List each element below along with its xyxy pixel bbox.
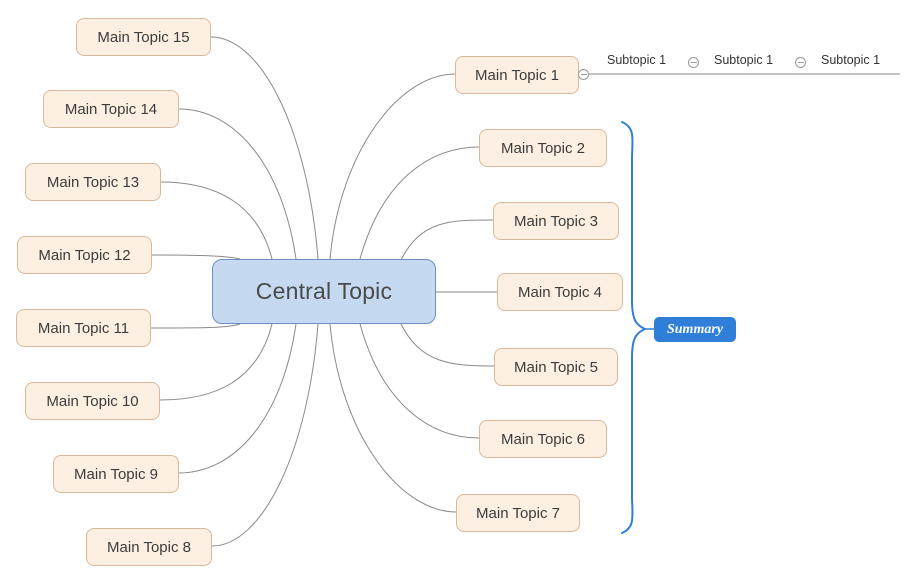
edge-central-to-topic-15 xyxy=(210,36,319,260)
main-topic-node-10[interactable]: Main Topic 10 xyxy=(25,382,160,420)
edge-central-to-topic-11 xyxy=(150,323,241,329)
edge-central-to-topic-8 xyxy=(211,323,319,547)
main-topic-label: Main Topic 7 xyxy=(476,504,560,522)
main-topic-node-9[interactable]: Main Topic 9 xyxy=(53,455,179,493)
edge-central-to-topic-9 xyxy=(178,323,297,474)
main-topic-label: Main Topic 14 xyxy=(64,100,158,118)
subtopic-label-3[interactable]: Subtopic 1 xyxy=(821,53,881,67)
collapse-minus-icon[interactable] xyxy=(688,57,699,68)
main-topic-node-11[interactable]: Main Topic 11 xyxy=(16,309,151,347)
main-topic-node-7[interactable]: Main Topic 7 xyxy=(456,494,580,532)
main-topic-node-2[interactable]: Main Topic 2 xyxy=(479,129,607,167)
main-topic-node-12[interactable]: Main Topic 12 xyxy=(17,236,152,274)
main-topic-label: Main Topic 8 xyxy=(107,538,191,556)
main-topic-label: Main Topic 10 xyxy=(46,392,139,410)
central-topic-node[interactable]: Central Topic xyxy=(212,259,436,324)
main-topic-label: Main Topic 11 xyxy=(37,319,130,337)
main-topic-node-6[interactable]: Main Topic 6 xyxy=(479,420,607,458)
summary-badge[interactable]: Summary xyxy=(654,317,736,342)
main-topic-node-1[interactable]: Main Topic 1 xyxy=(455,56,579,94)
subtopic-label-1[interactable]: Subtopic 1 xyxy=(607,53,667,67)
collapse-minus-icon[interactable] xyxy=(795,57,806,68)
edge-central-to-topic-7 xyxy=(329,323,457,513)
summary-label: Summary xyxy=(666,321,723,337)
edge-central-to-topic-13 xyxy=(160,181,273,260)
edge-central-to-topic-6 xyxy=(359,323,480,439)
collapse-minus-icon[interactable] xyxy=(578,69,589,80)
subtopic-label-2[interactable]: Subtopic 1 xyxy=(714,53,774,67)
summary-brace-lower xyxy=(621,328,646,534)
main-topic-label: Main Topic 12 xyxy=(38,246,131,264)
edge-central-to-topic-14 xyxy=(178,108,297,260)
main-topic-label: Main Topic 3 xyxy=(514,212,598,230)
main-topic-label: Main Topic 2 xyxy=(501,139,585,157)
edge-central-to-topic-10 xyxy=(159,323,273,401)
edge-central-to-topic-5 xyxy=(399,321,495,367)
main-topic-node-3[interactable]: Main Topic 3 xyxy=(493,202,619,240)
central-topic-label: Central Topic xyxy=(255,278,393,304)
main-topic-node-14[interactable]: Main Topic 14 xyxy=(43,90,179,128)
summary-brace-upper xyxy=(621,121,646,330)
main-topic-label: Main Topic 9 xyxy=(74,465,158,483)
main-topic-label: Main Topic 4 xyxy=(518,283,602,301)
main-topic-node-15[interactable]: Main Topic 15 xyxy=(76,18,211,56)
main-topic-node-8[interactable]: Main Topic 8 xyxy=(86,528,212,566)
main-topic-label: Main Topic 6 xyxy=(501,430,585,448)
main-topic-label: Main Topic 1 xyxy=(475,66,559,84)
edge-central-to-topic-3 xyxy=(399,219,494,263)
main-topic-label: Main Topic 13 xyxy=(46,173,140,191)
main-topic-label: Main Topic 5 xyxy=(514,358,598,376)
main-topic-node-5[interactable]: Main Topic 5 xyxy=(494,348,618,386)
main-topic-label: Main Topic 15 xyxy=(97,28,190,46)
edge-central-to-topic-1 xyxy=(329,73,456,260)
main-topic-node-13[interactable]: Main Topic 13 xyxy=(25,163,161,201)
main-topic-node-4[interactable]: Main Topic 4 xyxy=(497,273,623,311)
edge-central-to-topic-2 xyxy=(359,146,480,260)
